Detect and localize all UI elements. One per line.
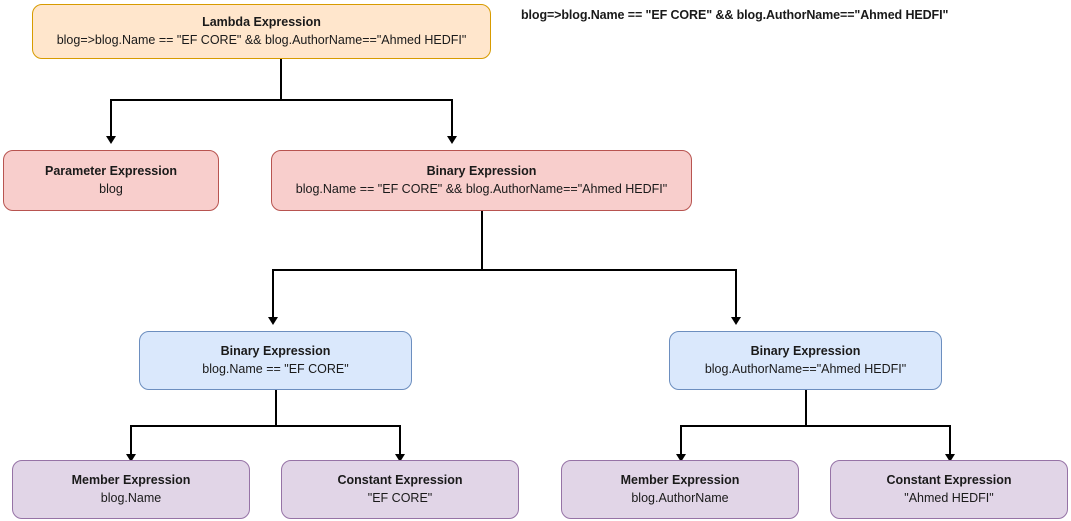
diagram-caption: blog=>blog.Name == "EF CORE" && blog.Aut…: [521, 8, 949, 22]
arrowhead-to-binary-root: [447, 136, 457, 144]
edge-to-constant-left: [399, 425, 401, 458]
arrowhead-to-member-right: [676, 454, 686, 462]
edge-to-parameter: [110, 99, 112, 140]
edge-binary-left-stem: [275, 390, 277, 427]
edge-to-member-left: [130, 425, 132, 458]
node-member-expression-right[interactable]: Member Expression blog.AuthorName: [561, 460, 799, 519]
node-parameter-expression[interactable]: Parameter Expression blog: [3, 150, 219, 211]
arrowhead-to-binary-left: [268, 317, 278, 325]
edge-binary-left-split-bar: [130, 425, 401, 427]
arrowhead-to-binary-right: [731, 317, 741, 325]
node-constant-expression-left-title: Constant Expression: [337, 473, 463, 488]
node-lambda-expression-title: Lambda Expression: [202, 15, 321, 30]
node-constant-expression-left[interactable]: Constant Expression "EF CORE": [281, 460, 519, 519]
arrowhead-to-member-left: [126, 454, 136, 462]
edge-to-binary-right: [735, 269, 737, 321]
node-constant-expression-right-subtitle: "Ahmed HEDFI": [904, 491, 994, 505]
edge-binary-root-split-bar: [272, 269, 736, 271]
edge-to-binary-left: [272, 269, 274, 321]
node-binary-expression-root-title: Binary Expression: [426, 164, 537, 179]
arrowhead-to-parameter: [106, 136, 116, 144]
node-lambda-expression[interactable]: Lambda Expression blog=>blog.Name == "EF…: [32, 4, 491, 59]
node-constant-expression-left-subtitle: "EF CORE": [367, 491, 433, 505]
edge-binary-root-stem: [481, 211, 483, 270]
edge-to-member-right: [680, 425, 682, 458]
node-binary-expression-right-subtitle: blog.AuthorName=="Ahmed HEDFI": [704, 362, 907, 376]
node-binary-expression-root[interactable]: Binary Expression blog.Name == "EF CORE"…: [271, 150, 692, 211]
edge-lambda-stem: [280, 59, 282, 100]
node-member-expression-left[interactable]: Member Expression blog.Name: [12, 460, 250, 519]
edge-to-constant-right: [949, 425, 951, 458]
node-parameter-expression-subtitle: blog: [99, 182, 123, 196]
arrowhead-to-constant-right: [945, 454, 955, 462]
edge-to-binary-root: [451, 99, 453, 140]
node-binary-expression-left-subtitle: blog.Name == "EF CORE": [202, 362, 349, 376]
node-binary-expression-right[interactable]: Binary Expression blog.AuthorName=="Ahme…: [669, 331, 942, 390]
node-binary-expression-right-title: Binary Expression: [750, 344, 861, 359]
node-constant-expression-right[interactable]: Constant Expression "Ahmed HEDFI": [830, 460, 1068, 519]
node-member-expression-left-subtitle: blog.Name: [100, 491, 162, 505]
edge-binary-right-split-bar: [680, 425, 951, 427]
node-binary-expression-root-subtitle: blog.Name == "EF CORE" && blog.AuthorNam…: [295, 182, 668, 196]
edge-binary-right-stem: [805, 390, 807, 427]
node-lambda-expression-subtitle: blog=>blog.Name == "EF CORE" && blog.Aut…: [56, 33, 467, 47]
node-member-expression-left-title: Member Expression: [71, 473, 191, 488]
arrowhead-to-constant-left: [395, 454, 405, 462]
node-member-expression-right-subtitle: blog.AuthorName: [631, 491, 729, 505]
node-constant-expression-right-title: Constant Expression: [886, 473, 1012, 488]
node-binary-expression-left-title: Binary Expression: [220, 344, 331, 359]
node-binary-expression-left[interactable]: Binary Expression blog.Name == "EF CORE": [139, 331, 412, 390]
node-parameter-expression-title: Parameter Expression: [44, 164, 177, 179]
edge-lambda-split-bar: [110, 99, 452, 101]
node-member-expression-right-title: Member Expression: [620, 473, 740, 488]
